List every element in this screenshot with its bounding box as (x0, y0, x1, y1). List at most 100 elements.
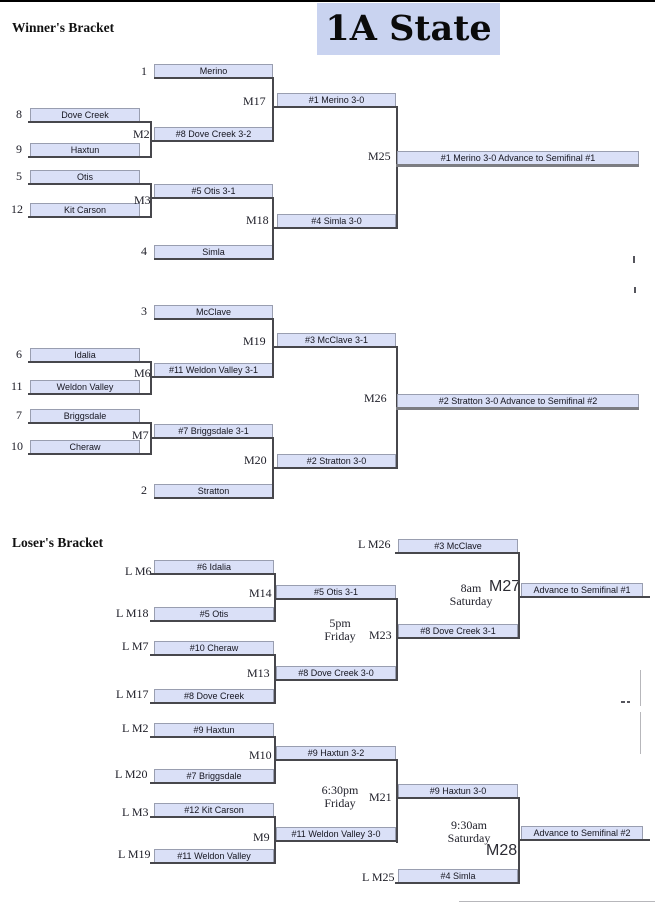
match-label-m14: M14 (249, 586, 272, 600)
match-label-m18: M18 (246, 213, 269, 227)
match-label-m26: M26 (364, 391, 387, 405)
bracket-line (272, 77, 274, 142)
bracket-line (396, 598, 398, 681)
bracket-line (272, 467, 398, 469)
result-box-m20: #2 Stratton 3-0 (277, 454, 396, 468)
seed-haxtun: 9 (16, 142, 22, 156)
stray-mark (634, 287, 636, 293)
result-box-m23: #8 Dove Creek 3-1 (398, 624, 518, 638)
source-label-lm25: L M25 (362, 870, 395, 884)
bracket-line (150, 183, 152, 218)
bracket-line (150, 782, 276, 784)
match-label-m20: M20 (244, 453, 267, 467)
bracket-line (154, 258, 274, 260)
match-label-m2: M2 (133, 127, 150, 141)
entrant-box-lm3: #12 Kit Carson (154, 803, 274, 817)
bracket-line (154, 77, 274, 79)
source-label-lm26: L M26 (358, 537, 391, 551)
match-label-m21: M21 (369, 790, 392, 804)
entrant-box-lm17: #8 Dove Creek (154, 689, 274, 703)
bracket-line (150, 361, 152, 395)
bracket-line (396, 637, 520, 639)
page-title: 1A State (317, 3, 500, 55)
match-label-m7: M7 (132, 428, 149, 442)
winners-bracket-heading: Winner's Bracket (12, 20, 115, 35)
result-box-m3: #5 Otis 3-1 (154, 184, 273, 198)
bracket-line (396, 164, 639, 167)
bracket-line (28, 156, 152, 158)
bracket-line (28, 216, 152, 218)
schedule-m28-time: 9:30am (451, 818, 487, 832)
result-box-m9: #11 Weldon Valley 3-0 (276, 827, 396, 841)
team-box-weldon-valley: Weldon Valley (30, 380, 140, 394)
bracket-line (395, 882, 518, 884)
schedule-m27-time: 8am (460, 581, 482, 595)
entrant-box-lm2: #9 Haxtun (154, 723, 274, 737)
schedule-m23-time: 5pm (329, 616, 351, 630)
result-box-m17: #1 Merino 3-0 (277, 93, 396, 107)
page-break-line (640, 712, 641, 754)
source-label-lm6: L M6 (125, 564, 152, 578)
team-box-merino: Merino (154, 64, 273, 78)
bracket-line (272, 227, 398, 229)
stray-mark (633, 256, 635, 263)
seed-merino: 1 (141, 64, 147, 78)
bracket-line (150, 197, 274, 199)
schedule-m27: 8am Saturday (442, 582, 500, 608)
team-box-dove-creek: Dove Creek (30, 108, 140, 122)
bracket-line (150, 736, 276, 738)
team-box-idalia: Idalia (30, 348, 140, 362)
result-box-m14: #5 Otis 3-1 (276, 585, 396, 599)
seed-cheraw: 10 (11, 439, 23, 453)
result-box-m6: #11 Weldon Valley 3-1 (154, 363, 273, 377)
bracket-line (396, 759, 398, 843)
schedule-m27-day: Saturday (449, 594, 493, 608)
match-label-m6: M6 (134, 366, 151, 380)
stray-mark (621, 701, 625, 703)
entrant-box-lm6: #6 Idalia (154, 560, 274, 574)
team-box-kit-carson: Kit Carson (30, 203, 140, 217)
advance-box-m27: Advance to Semifinal #1 (521, 583, 643, 597)
seed-briggsdale: 7 (16, 408, 22, 422)
source-label-lm20: L M20 (115, 767, 148, 781)
result-box-m18: #4 Simla 3-0 (277, 214, 396, 228)
entrant-box-lm19: #11 Weldon Valley (154, 849, 274, 863)
match-label-m23: M23 (369, 628, 392, 642)
match-label-m13: M13 (247, 666, 270, 680)
match-label-m3: M3 (134, 193, 151, 207)
source-label-lm3: L M3 (122, 805, 149, 819)
entrant-box-lm26: #3 McClave (398, 539, 518, 553)
result-box-m21: #9 Haxtun 3-0 (398, 784, 518, 798)
source-label-lm7: L M7 (122, 639, 149, 653)
match-label-m10: M10 (249, 748, 272, 762)
bracket-line (274, 679, 398, 681)
bracket-line (395, 552, 518, 554)
source-label-lm18: L M18 (116, 606, 149, 620)
bracket-line (518, 839, 650, 841)
bracket-line (150, 702, 276, 704)
schedule-m28-day: Saturday (447, 831, 491, 845)
match-label-m27: M27 (489, 578, 521, 595)
bracket-line (274, 573, 276, 622)
schedule-m21-time: 6:30pm (321, 783, 359, 797)
source-label-lm2: L M2 (122, 721, 149, 735)
page-break-line (459, 901, 655, 902)
bracket-line (154, 497, 274, 499)
bracket-line (150, 862, 276, 864)
bracket-line (150, 573, 276, 575)
bracket-line (518, 596, 650, 598)
bracket-line (28, 453, 152, 455)
result-box-m19: #3 McClave 3-1 (277, 333, 396, 347)
team-box-haxtun: Haxtun (30, 143, 140, 157)
match-label-m17: M17 (243, 94, 266, 108)
match-label-m25: M25 (368, 149, 391, 163)
advance-box-m25: #1 Merino 3-0 Advance to Semifinal #1 (397, 151, 639, 165)
team-box-simla: Simla (154, 245, 273, 259)
seed-simla: 4 (141, 244, 147, 258)
match-label-m28: M28 (486, 842, 518, 859)
seed-kit-carson: 12 (11, 202, 23, 216)
bracket-line (150, 376, 274, 378)
schedule-m23: 5pm Friday (312, 617, 368, 643)
schedule-m23-day: Friday (324, 629, 356, 643)
